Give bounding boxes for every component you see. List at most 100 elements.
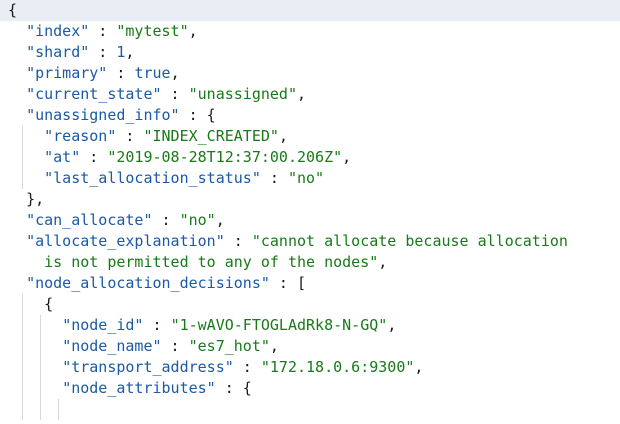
json-value: true (134, 64, 171, 82)
code-line: "node_allocation_decisions" : [ (0, 273, 620, 294)
json-key: "allocate_explanation" (26, 232, 225, 250)
code-line: { (0, 0, 620, 21)
json-punctuation: , (269, 337, 279, 355)
indent (8, 169, 44, 187)
json-key: "node_allocation_decisions" (26, 274, 270, 292)
code-line (0, 399, 620, 420)
json-punctuation: , (297, 85, 307, 103)
json-value: is not permitted to any of the nodes" (44, 253, 379, 271)
json-key: "reason" (44, 127, 117, 145)
indent-guide (40, 399, 42, 420)
json-punctuation: : (152, 211, 180, 229)
code-line: }, (0, 189, 620, 210)
code-line: "transport_address" : "172.18.0.6:9300", (0, 357, 620, 378)
indent (8, 190, 26, 208)
json-punctuation: : (260, 169, 288, 187)
json-key: "index" (26, 22, 90, 40)
json-punctuation: , (278, 127, 288, 145)
code-line: is not permitted to any of the nodes", (0, 252, 620, 273)
json-key: "node_attributes" (62, 379, 216, 397)
json-value: "INDEX_CREATED" (143, 127, 279, 145)
indent (8, 232, 26, 250)
json-punctuation: : [ (269, 274, 307, 292)
json-value: "unassigned" (188, 85, 297, 103)
indent-guide (22, 378, 24, 399)
indent (8, 316, 62, 334)
json-punctuation: : (107, 64, 135, 82)
indent (8, 22, 26, 40)
json-punctuation: { (44, 295, 54, 313)
code-line: "can_allocate" : "no", (0, 210, 620, 231)
indent-guide (22, 294, 24, 315)
json-key: "current_state" (26, 85, 162, 103)
indent (8, 211, 26, 229)
json-value: "2019-08-28T12:37:00.206Z" (107, 148, 343, 166)
indent-guide (40, 357, 42, 378)
json-punctuation: , (414, 358, 424, 376)
indent (8, 148, 44, 166)
indent (8, 43, 26, 61)
json-key: "shard" (26, 43, 90, 61)
json-punctuation: , (170, 64, 180, 82)
indent-guide (22, 336, 24, 357)
json-punctuation: , (125, 43, 135, 61)
indent (8, 379, 62, 397)
json-punctuation: : (89, 43, 117, 61)
indent-guide (58, 399, 60, 420)
json-value: "mytest" (116, 22, 189, 40)
json-punctuation: , (378, 253, 388, 271)
json-value: "1-wAVO-FTOGLAdRk8-N-GQ" (170, 316, 388, 334)
indent (8, 127, 44, 145)
json-key: "primary" (26, 64, 108, 82)
json-value: "no" (287, 169, 325, 187)
indent-guide (40, 315, 42, 336)
code-line: "node_attributes" : { (0, 378, 620, 399)
indent-guide (22, 357, 24, 378)
json-punctuation: : (143, 316, 171, 334)
json-punctuation: : (116, 127, 144, 145)
json-value: "cannot allocate because allocation (251, 232, 568, 250)
json-value: "es7_hot" (188, 337, 270, 355)
json-punctuation: : (161, 85, 189, 103)
indent (8, 337, 62, 355)
indent-guide (40, 378, 42, 399)
code-line: "current_state" : "unassigned", (0, 84, 620, 105)
json-key: "last_allocation_status" (44, 169, 261, 187)
json-punctuation: , (387, 316, 397, 334)
json-punctuation: : (80, 148, 108, 166)
code-line: "unassigned_info" : { (0, 105, 620, 126)
indent-guide (22, 399, 24, 420)
indent (8, 253, 44, 271)
json-punctuation: , (188, 22, 198, 40)
json-value: "no" (179, 211, 216, 229)
code-line: "allocate_explanation" : "cannot allocat… (0, 231, 620, 252)
json-punctuation: : { (215, 379, 252, 397)
json-key: "transport_address" (62, 358, 234, 376)
json-punctuation: , (342, 148, 352, 166)
code-line: "node_id" : "1-wAVO-FTOGLAdRk8-N-GQ", (0, 315, 620, 336)
indent (8, 106, 26, 124)
json-punctuation: { (8, 1, 18, 19)
indent (8, 274, 26, 292)
json-punctuation: : { (179, 106, 216, 124)
code-line: { (0, 294, 620, 315)
code-line: "last_allocation_status" : "no" (0, 168, 620, 189)
indent-guide (22, 147, 24, 168)
json-punctuation: : (161, 337, 189, 355)
json-value: 1 (116, 43, 126, 61)
json-key: "unassigned_info" (26, 106, 180, 124)
json-key: "can_allocate" (26, 211, 153, 229)
json-punctuation: : (233, 358, 261, 376)
code-line: "shard" : 1, (0, 42, 620, 63)
code-line: "index" : "mytest", (0, 21, 620, 42)
json-key: "node_id" (62, 316, 144, 334)
json-punctuation: , (215, 211, 225, 229)
indent-guide (22, 168, 24, 189)
code-line: "node_name" : "es7_hot", (0, 336, 620, 357)
json-key: "node_name" (62, 337, 162, 355)
indent-guide (22, 315, 24, 336)
code-line: "reason" : "INDEX_CREATED", (0, 126, 620, 147)
indent (8, 358, 62, 376)
indent-guide (22, 126, 24, 147)
